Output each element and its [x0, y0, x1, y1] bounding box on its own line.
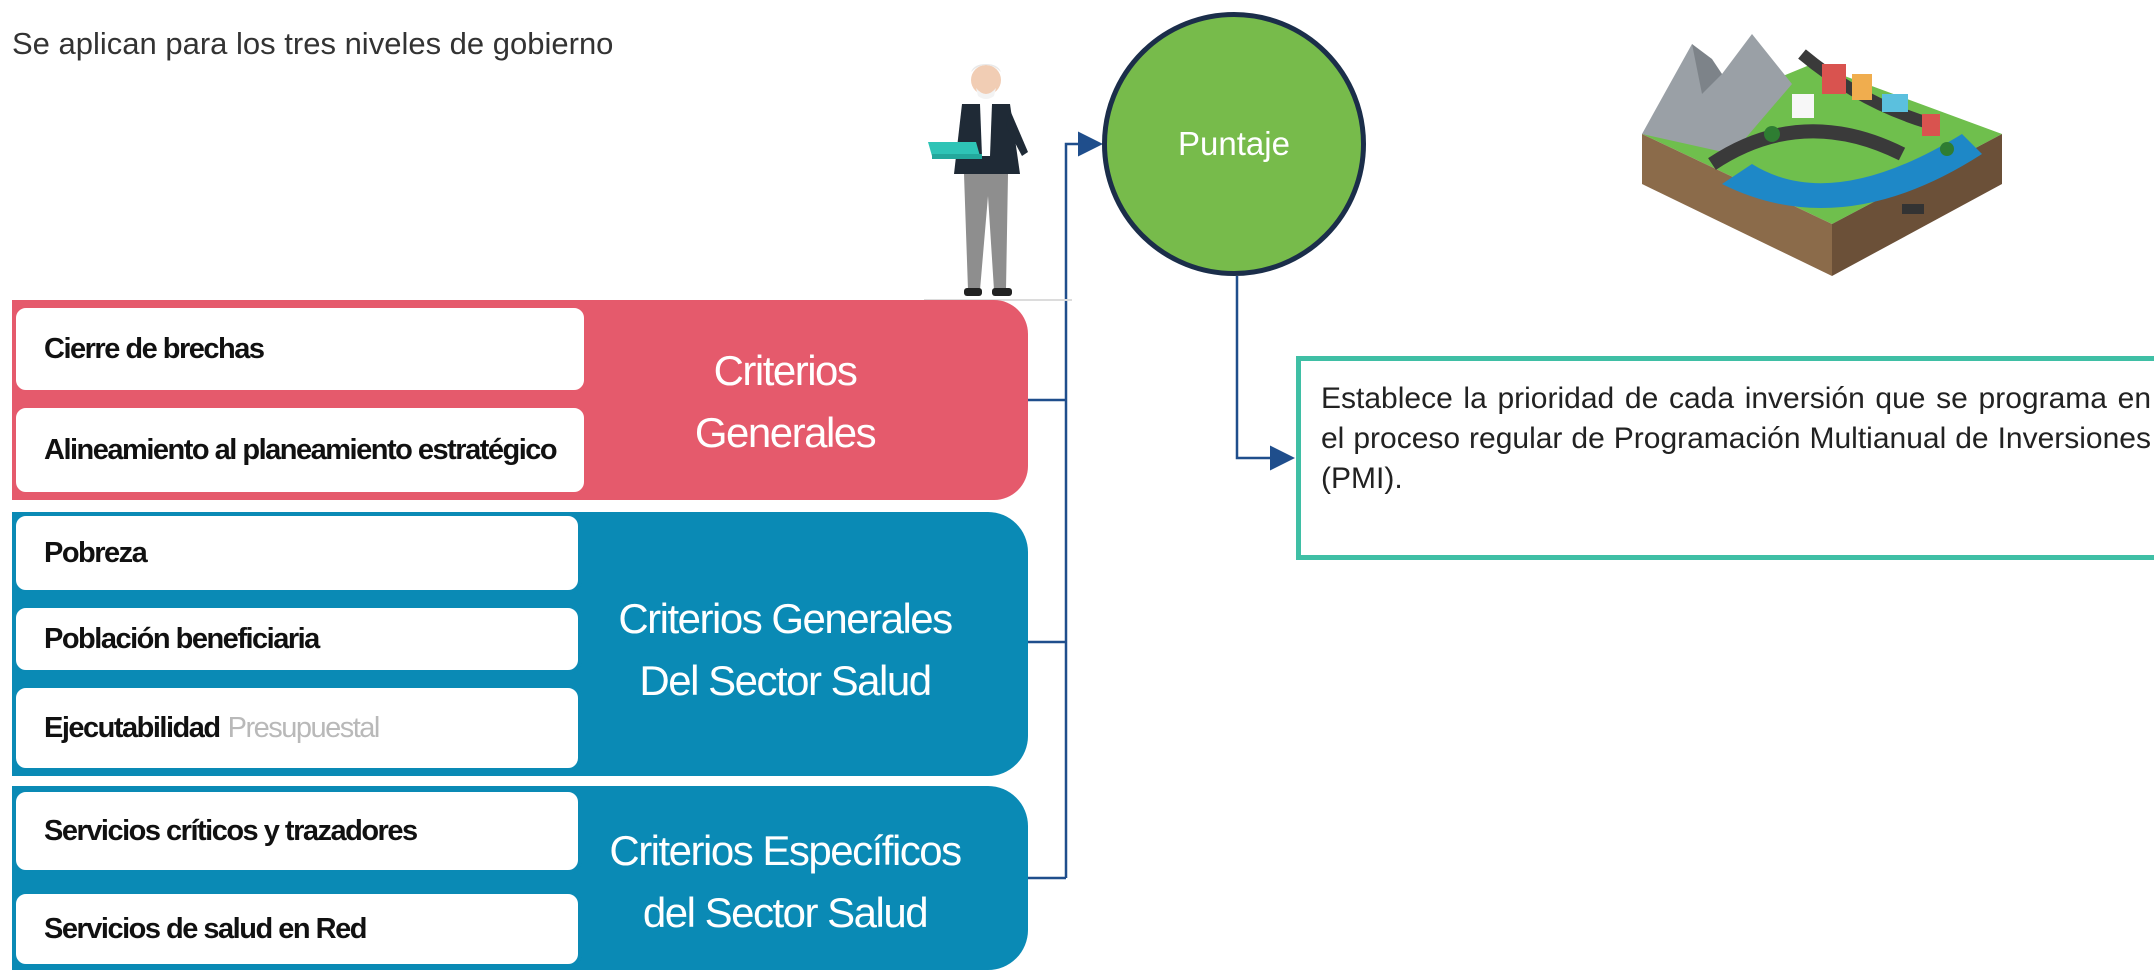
- description-text: Establece la prioridad de cada inversión…: [1321, 382, 2151, 495]
- item-label: Alineamiento al planeamiento estratégico: [44, 433, 558, 466]
- description-box: Establece la prioridad de cada inversión…: [1296, 356, 2154, 560]
- city-island-illustration: [1642, 34, 2002, 276]
- item-label: Cierre de brechas: [44, 332, 265, 365]
- list-item: Cierre de brechas: [12, 304, 588, 394]
- list-item: Servicios críticos y trazadores: [12, 788, 582, 874]
- list-item: Alineamiento al planeamiento estratégico: [12, 404, 588, 496]
- list-item: Población beneficiaria: [12, 604, 582, 674]
- list-item: Pobreza: [12, 512, 582, 594]
- item-label: Pobreza: [44, 536, 148, 569]
- criterios-generales-title: Criterios Generales: [590, 340, 980, 464]
- title-line: Generales: [694, 409, 877, 456]
- person-with-laptop-illustration: [924, 64, 1072, 301]
- title-line: del Sector Salud: [642, 889, 929, 936]
- criterios-especificos-salud-title: Criterios Específicos del Sector Salud: [590, 820, 980, 944]
- intro-text: Se aplican para los tres niveles de gobi…: [12, 26, 614, 61]
- puntaje-label: Puntaje: [1178, 125, 1290, 162]
- list-item: Servicios de salud en Red: [12, 890, 582, 968]
- item-label: Ejecutabilidad: [44, 711, 221, 744]
- item-label: Servicios críticos y trazadores: [44, 814, 418, 847]
- item-label: Población beneficiaria: [44, 622, 320, 655]
- item-label: Servicios de salud en Red: [44, 912, 367, 945]
- title-line: Del Sector Salud: [639, 657, 932, 704]
- item-suffix: Presupuestal: [227, 711, 381, 744]
- title-line: Criterios Específicos: [609, 827, 962, 874]
- criterios-generales-salud-title: Criterios Generales Del Sector Salud: [590, 588, 980, 712]
- title-line: Criterios Generales: [618, 595, 953, 642]
- puntaje-circle: Puntaje: [1102, 12, 1366, 276]
- title-line: Criterios: [713, 347, 858, 394]
